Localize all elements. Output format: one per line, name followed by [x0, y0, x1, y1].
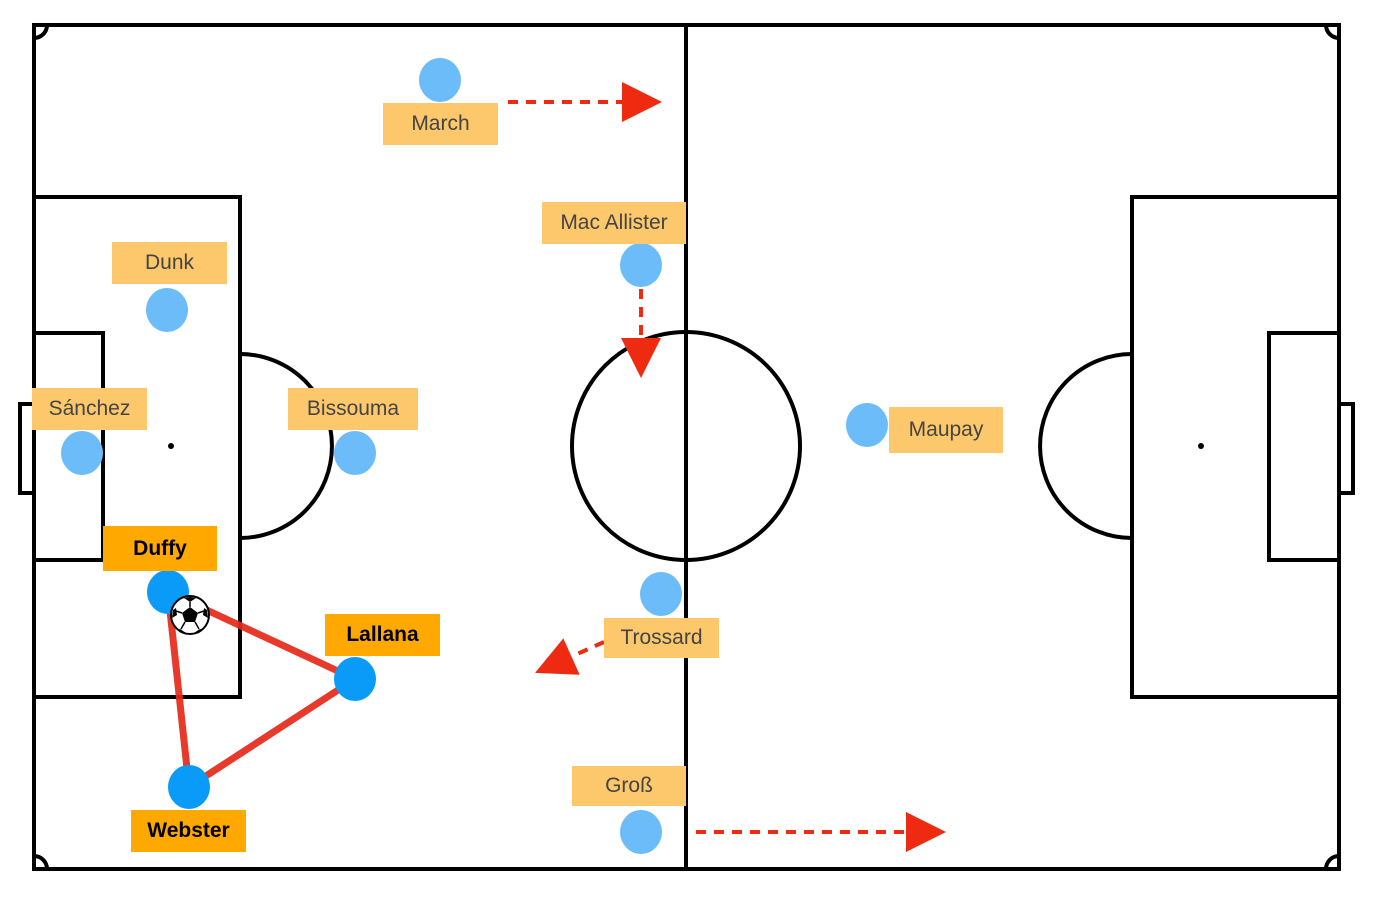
- corner-arc-top-left: [33, 24, 49, 40]
- corner-arc-bottom-left: [33, 854, 49, 870]
- label-bissouma: Bissouma: [288, 388, 418, 430]
- label-maupay: Maupay: [889, 407, 1003, 453]
- player-dunk: [146, 288, 188, 332]
- player-trossard: [640, 572, 682, 616]
- players: [61, 58, 888, 854]
- right-penalty-arc: [1038, 352, 1133, 540]
- player-maupay: [846, 403, 888, 447]
- left-penalty-arc: [239, 352, 334, 540]
- pass-line-webster-duffy: [164, 588, 193, 791]
- label-gross: Groß: [572, 766, 686, 806]
- corner-arc-top-right: [1324, 24, 1340, 40]
- label-duffy: Duffy: [103, 526, 217, 571]
- player-sanchez: [61, 431, 103, 475]
- right-goal: [1337, 402, 1355, 495]
- soccer-ball-icon: [170, 595, 210, 635]
- player-gross: [620, 810, 662, 854]
- label-webster: Webster: [131, 810, 246, 852]
- player-webster: [168, 765, 210, 809]
- label-dunk: Dunk: [112, 242, 227, 284]
- player-bissouma: [334, 431, 376, 475]
- right-penalty-box: [1130, 195, 1341, 699]
- pass-line-lallana-webster: [185, 675, 359, 791]
- player-march: [419, 58, 461, 102]
- label-mac-allister: Mac Allister: [542, 202, 686, 244]
- corner-arc-bottom-right: [1324, 854, 1340, 870]
- player-lallana: [334, 657, 376, 701]
- pitch-markings: [18, 23, 1355, 871]
- trossard-run-arrow: [535, 638, 605, 675]
- left-penalty-spot: [168, 443, 174, 449]
- center-circle: [570, 330, 802, 562]
- label-march: March: [383, 103, 498, 145]
- label-sanchez: Sánchez: [32, 388, 147, 430]
- player-mac-allister: [620, 243, 662, 287]
- label-trossard: Trossard: [604, 618, 719, 658]
- right-six-yard-box: [1267, 331, 1341, 562]
- left-goal: [18, 402, 36, 495]
- movement-arrows: [508, 82, 946, 852]
- right-penalty-spot: [1198, 443, 1204, 449]
- label-lallana: Lallana: [325, 614, 440, 656]
